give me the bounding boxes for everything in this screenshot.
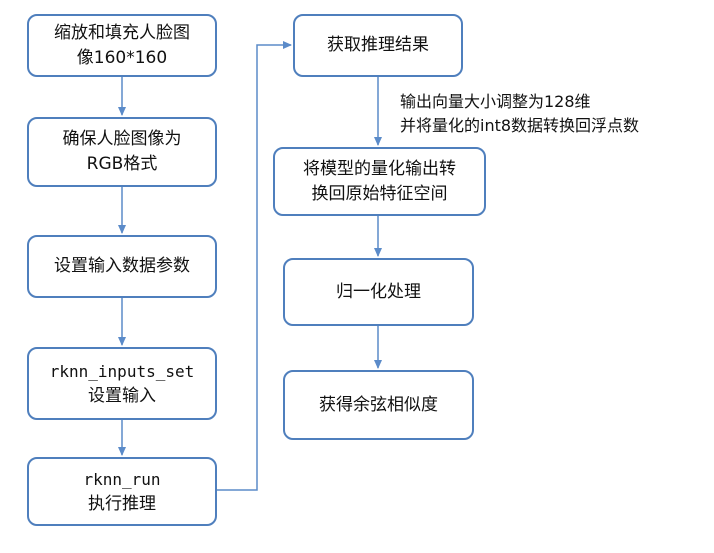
dequantize-annotation: 输出向量大小调整为128维 并将量化的int8数据转换回浮点数 — [400, 90, 639, 138]
step-rknn-inputs-set-line-2: 设置输入 — [88, 385, 156, 406]
step-cosine-similarity-line-1: 获得余弦相似度 — [319, 394, 438, 415]
step-ensure-rgb-line-2: RGB格式 — [86, 154, 158, 174]
step-normalize: 归一化处理 — [283, 258, 474, 326]
step-resize-pad-line-1: 缩放和填充人脸图 — [54, 22, 190, 43]
step-rknn-inputs-set: rknn_inputs_set 设置输入 — [27, 347, 217, 420]
dequantize-annotation-line-2: 并将量化的int8数据转换回浮点数 — [400, 116, 640, 135]
step-dequantize: 将模型的量化输出转 换回原始特征空间 — [273, 147, 486, 216]
step-rknn-run-line-2: 执行推理 — [88, 493, 156, 514]
step-ensure-rgb: 确保人脸图像为 RGB格式 — [27, 117, 217, 187]
step-set-input-params-line-1: 设置输入数据参数 — [54, 256, 190, 276]
step-cosine-similarity: 获得余弦相似度 — [283, 370, 474, 440]
step-rknn-inputs-set-line-1: rknn_inputs_set — [49, 361, 195, 381]
step-resize-pad: 缩放和填充人脸图 像160*160 — [27, 14, 217, 77]
step-dequantize-line-2: 换回原始特征空间 — [311, 183, 448, 204]
arrow-left-to-right — [217, 41, 292, 491]
step-rknn-run: rknn_run 执行推理 — [27, 457, 217, 526]
step-get-results-line-1: 获取推理结果 — [327, 35, 429, 55]
step-dequantize-line-1: 将模型的量化输出转 — [303, 158, 456, 179]
step-set-input-params: 设置输入数据参数 — [27, 235, 217, 298]
step-resize-pad-line-2: 像160*160 — [76, 47, 168, 68]
step-rknn-run-line-1: rknn_run — [83, 469, 161, 489]
step-get-results: 获取推理结果 — [293, 14, 463, 77]
step-normalize-line-1: 归一化处理 — [336, 281, 421, 302]
dequantize-annotation-line-1: 输出向量大小调整为128维 — [400, 92, 591, 111]
step-ensure-rgb-line-1: 确保人脸图像为 — [62, 129, 182, 149]
